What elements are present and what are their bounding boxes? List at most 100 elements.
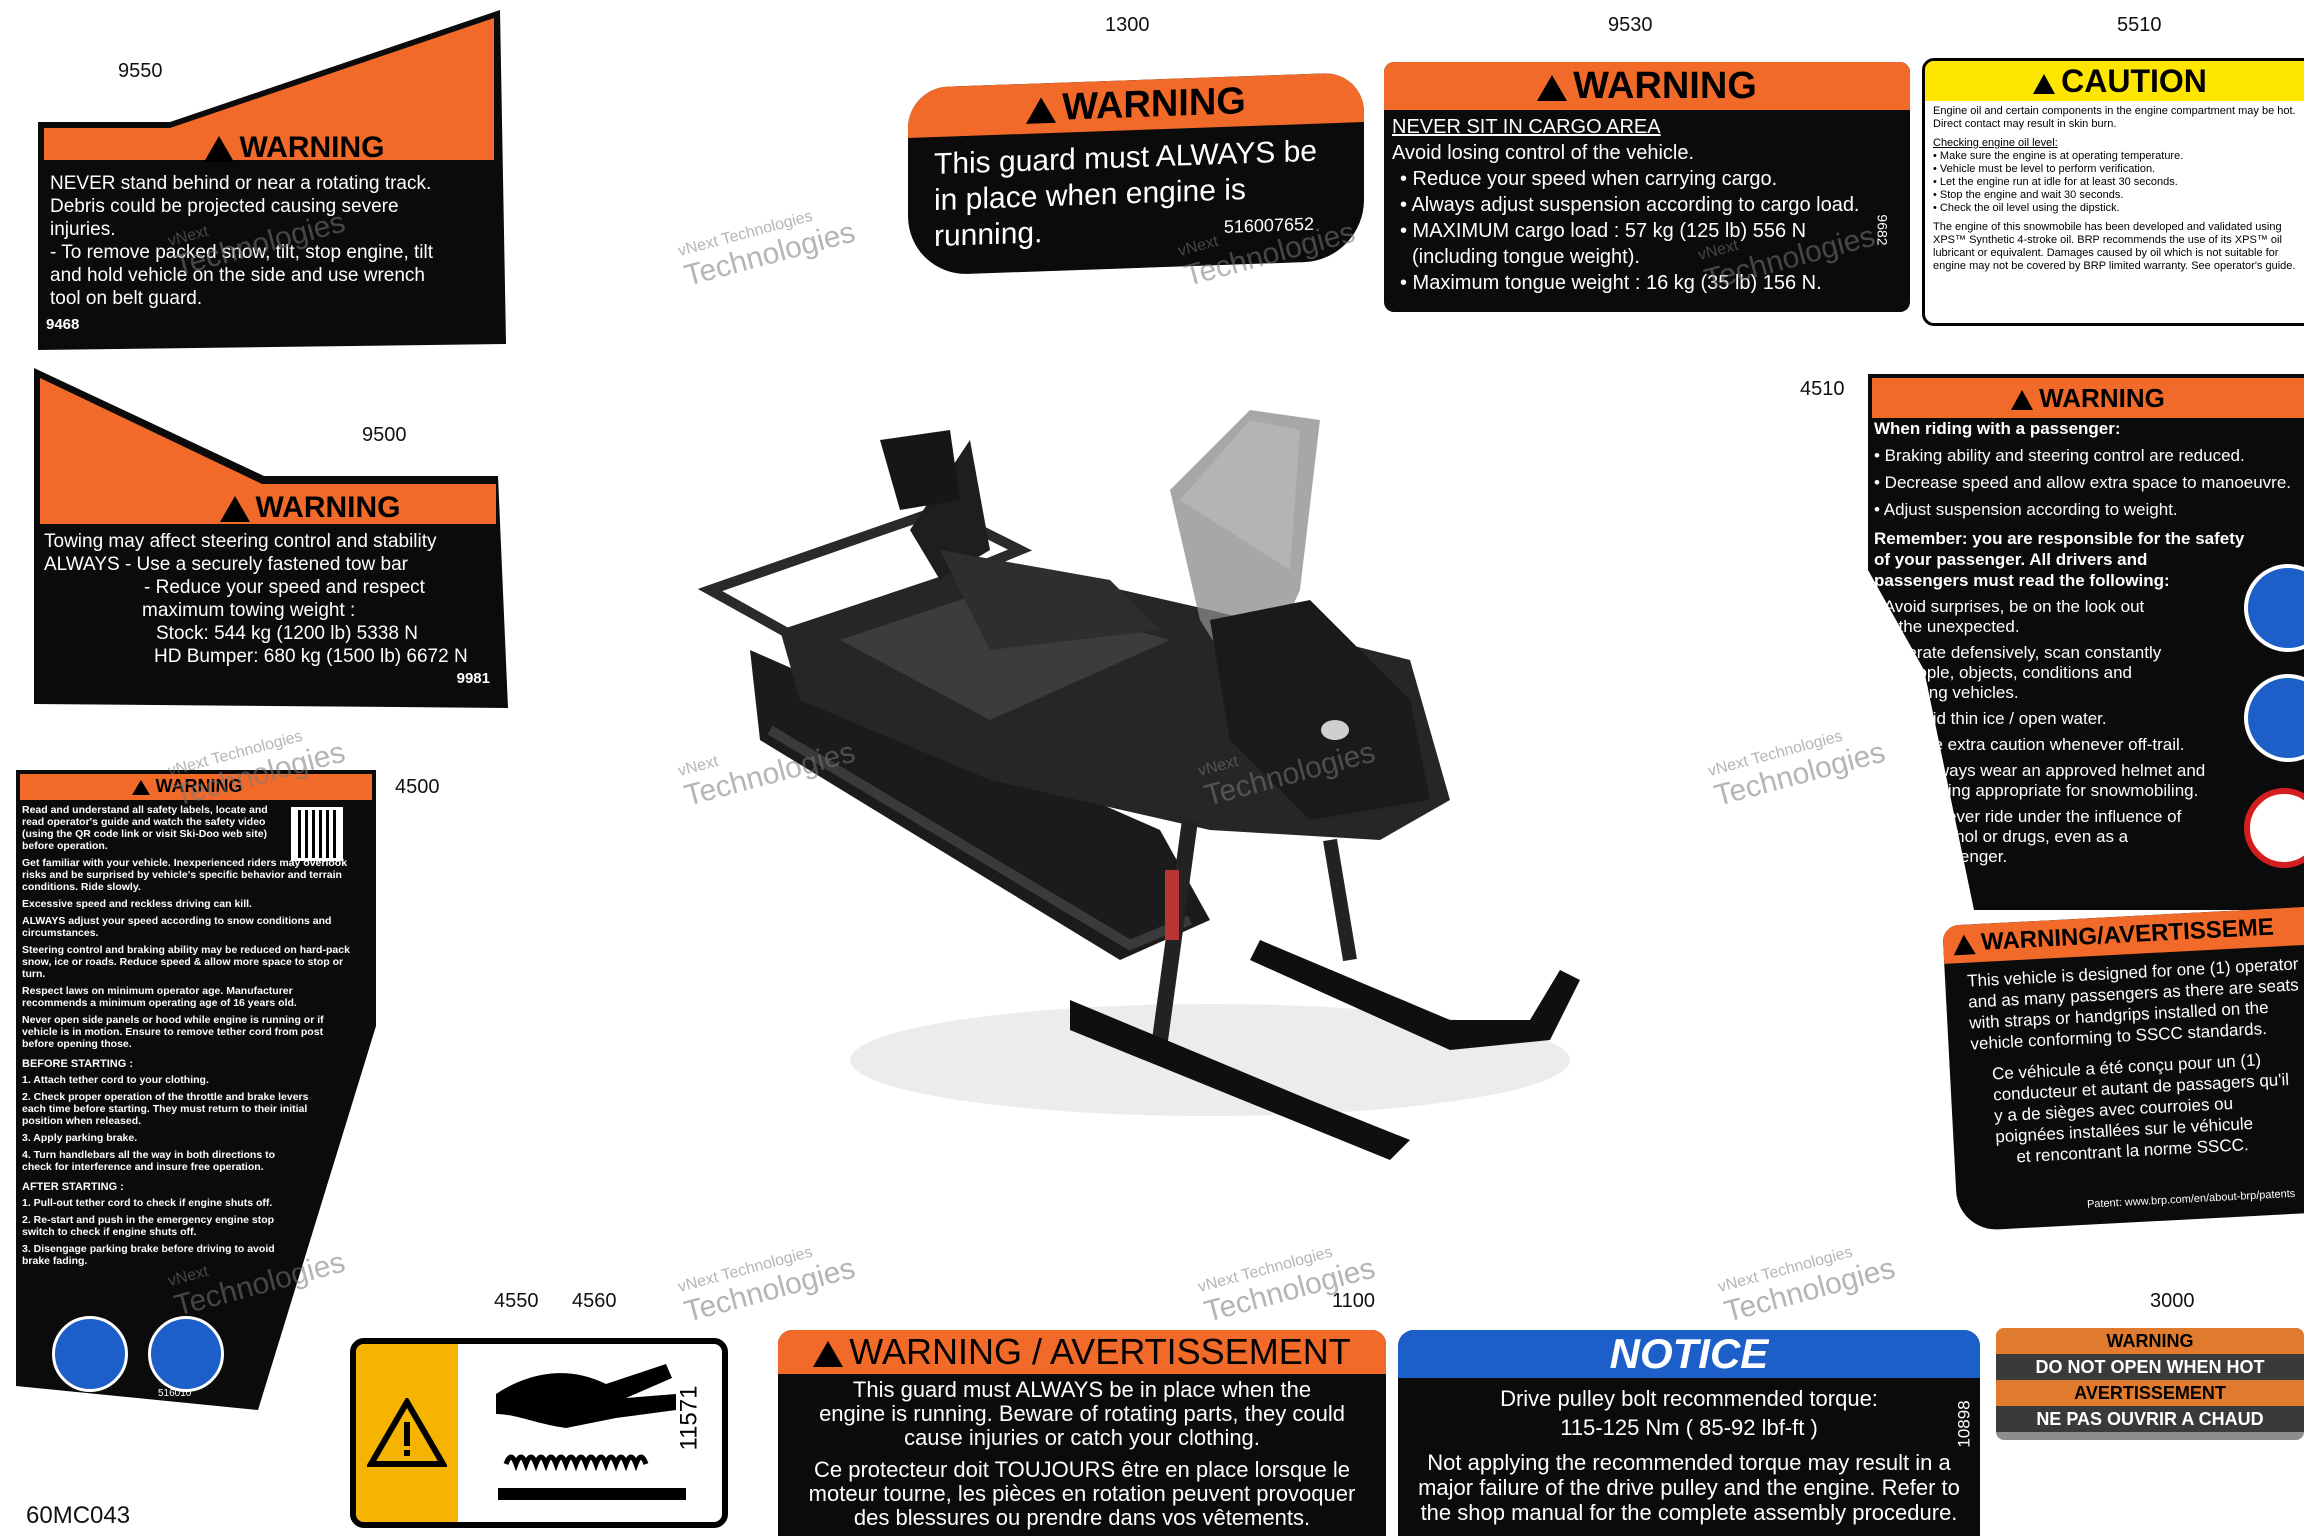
label-4510-riding: • Braking ability and steering control a… [1874,446,2245,465]
label-notice-line: Drive pulley bolt recommended torque: [1500,1386,1878,1411]
label-4510-remember: of your passenger. All drivers and [1874,550,2148,569]
warning-triangle-icon [203,136,234,163]
read-manual-icon [52,1316,128,1392]
label-5510-intro: Engine oil and certain components in the… [1933,105,2296,117]
label-9500-line: Towing may affect steering control and s… [44,531,437,552]
label-4510-item: • Operate defensively, scan constantly f… [1874,643,2162,702]
label-5510-check: • Let the engine run at idle for at leas… [1933,176,2178,188]
ref-4500: 4500 [395,776,440,798]
label-9550-line: Debris could be projected causing severe [50,196,399,217]
label-9530: WARNING NEVER SIT IN CARGO AREA Avoid lo… [1384,62,1910,312]
label-1100-fr: moteur tourne, les pièces en rotation pe… [808,1481,1356,1506]
label-4500-after-step: 3. Disengage parking brake before drivin… [22,1243,275,1267]
label-notice-line: the shop manual for the complete assembl… [1420,1500,1958,1525]
label-5510-check-title: Checking engine oil level: [1933,137,2058,149]
label-4510-item: • Avoid thin ice / open water. [1894,709,2107,728]
warning-triangle-icon [813,1341,844,1368]
label-4500-before-step: 1. Attach tether cord to your clothing. [22,1074,209,1086]
ref-1100: 1100 [1332,1290,1376,1312]
snowmobile-illustration [697,410,1580,1160]
label-3000-line: AVERTISSEMENT [1996,1380,2304,1406]
label-4500-after-step: 1. Pull-out tether cord to check if engi… [22,1197,273,1209]
warning-triangle-icon [1952,933,1976,955]
label-4510: WARNING When riding with a passenger: • … [1872,378,2304,873]
label-4500-code: 516010 [158,1388,192,1399]
label-5510-outro: lubricant or equivalent. Damages caused … [1933,247,2279,259]
warning-triangle-icon [219,496,250,523]
label-4500-item: ALWAYS adjust your speed according to sn… [22,915,332,939]
ref-1300: 1300 [1105,14,1150,36]
label-4500-item: Steering control and braking ability may… [22,944,350,980]
label-4510-item: • Use extra caution whenever off-trail. [1902,735,2185,754]
label-1100: WARNING / AVERTISSEMENT This guard must … [778,1330,1386,1536]
label-1100-en: cause injuries or catch your clothing. [904,1425,1260,1450]
passenger-vigilance-icon [2244,674,2304,762]
label-9500-line: Stock: 544 kg (1200 lb) 5338 N [156,623,418,644]
label-notice-header: NOTICE [1398,1330,1980,1378]
label-5510-intro: Direct contact may result in skin burn. [1933,118,2117,130]
label-4500-before-step: 2. Check proper operation of the throttl… [22,1091,309,1127]
label-5510-check: • Check the oil level using the dipstick… [1933,202,2120,214]
label-4510-remember: Remember: you are responsible for the sa… [1874,529,2245,548]
hot-surface-hand-icon [496,1364,686,1500]
diagram-id: 60MC043 [26,1502,131,1529]
label-3000-line: WARNING [1996,1328,2304,1354]
label-notice: NOTICE Drive pulley bolt recommended tor… [1398,1330,1980,1536]
ref-9550: 9550 [118,60,163,82]
label-5510: CAUTION Engine oil and certain component… [1922,58,2304,326]
label-9500-code: 9981 [456,670,490,687]
label-9550-header: WARNING [44,132,484,164]
label-3000-line: NE PAS OUVRIR A CHAUD [1996,1406,2304,1432]
label-9550-shape [38,10,506,350]
label-9550: WARNING NEVER stand behind or near a rot… [44,132,484,334]
ref-4510: 4510 [1800,378,1845,400]
warning-triangle-icon [131,779,150,795]
label-9530-line: (including tongue weight). [1412,246,1640,268]
label-9550-line: injuries. [50,219,116,240]
label-9550-code: 9468 [46,316,80,333]
label-4500-before-step: 3. Apply parking brake. [22,1132,138,1144]
label-4560-code: 11571 [675,1385,703,1451]
label-notice-line: Not applying the recommended torque may … [1427,1450,1951,1475]
ref-3000: 3000 [2150,1290,2195,1312]
label-4510-riding: • Adjust suspension according to weight. [1874,500,2178,519]
label-4510-header: WARNING [1872,378,2304,418]
label-4500-item: Read and understand all safety labels, l… [22,804,268,852]
label-4550-yellow-panel [356,1344,458,1522]
label-9530-subheader: NEVER SIT IN CARGO AREA [1392,116,1661,138]
ref-9500: 9500 [362,424,407,446]
label-3000: WARNING DO NOT OPEN WHEN HOT AVERTISSEME… [1996,1328,2304,1440]
label-1100-fr: des blessures ou prendre dans vos vêteme… [853,1505,1311,1530]
label-9500-shape [34,368,508,708]
no-alcohol-icon [2244,788,2304,868]
ref-4560: 4560 [572,1290,617,1312]
label-4500-item: Excessive speed and reckless driving can… [22,898,252,910]
label-9500-line: HD Bumper: 680 kg (1500 lb) 6672 N [154,646,468,667]
label-5510-outro: engine may not be covered by BRP limited… [1933,260,2296,272]
label-4510-item: • Never ride under the influence of alco… [1924,807,2182,866]
label-9500-line: - Reduce your speed and respect [144,577,425,598]
label-sscc: WARNING/AVERTISSEME This vehicle is desi… [1942,906,2304,1232]
label-9530-code: 9682 [1874,214,1891,246]
label-4510-riding: • Decrease speed and allow extra space t… [1874,473,2292,492]
warning-triangle-icon [1537,74,1568,101]
label-notice-line: 115-125 Nm ( 85-92 lbf-ft ) [1560,1415,1818,1440]
label-5510-outro: The engine of this snowmobile has been d… [1933,221,2282,233]
label-4550-4560: 11571 [350,1338,728,1528]
label-notice-code: 10898 [1954,1400,1974,1448]
ref-5510: 5510 [2117,14,2162,36]
label-4500-item: Respect laws on minimum operator age. Ma… [22,985,297,1009]
label-9530-line: • Reduce your speed when carrying cargo. [1400,168,1778,190]
label-4510-riding-title: When riding with a passenger: [1874,419,2121,438]
label-4500-item: Never open side panels or hood while eng… [22,1014,324,1050]
label-9550-line: tool on belt guard. [50,288,203,309]
warning-triangle-icon [1026,96,1057,124]
label-4500-before-step: 4. Turn handlebars all the way in both d… [22,1149,276,1173]
qr-code-icon [291,807,343,861]
label-9530-header: WARNING [1384,62,1910,110]
label-5510-outro: XPS™ Synthetic 4-stroke oil. BRP recomme… [1933,234,2282,246]
